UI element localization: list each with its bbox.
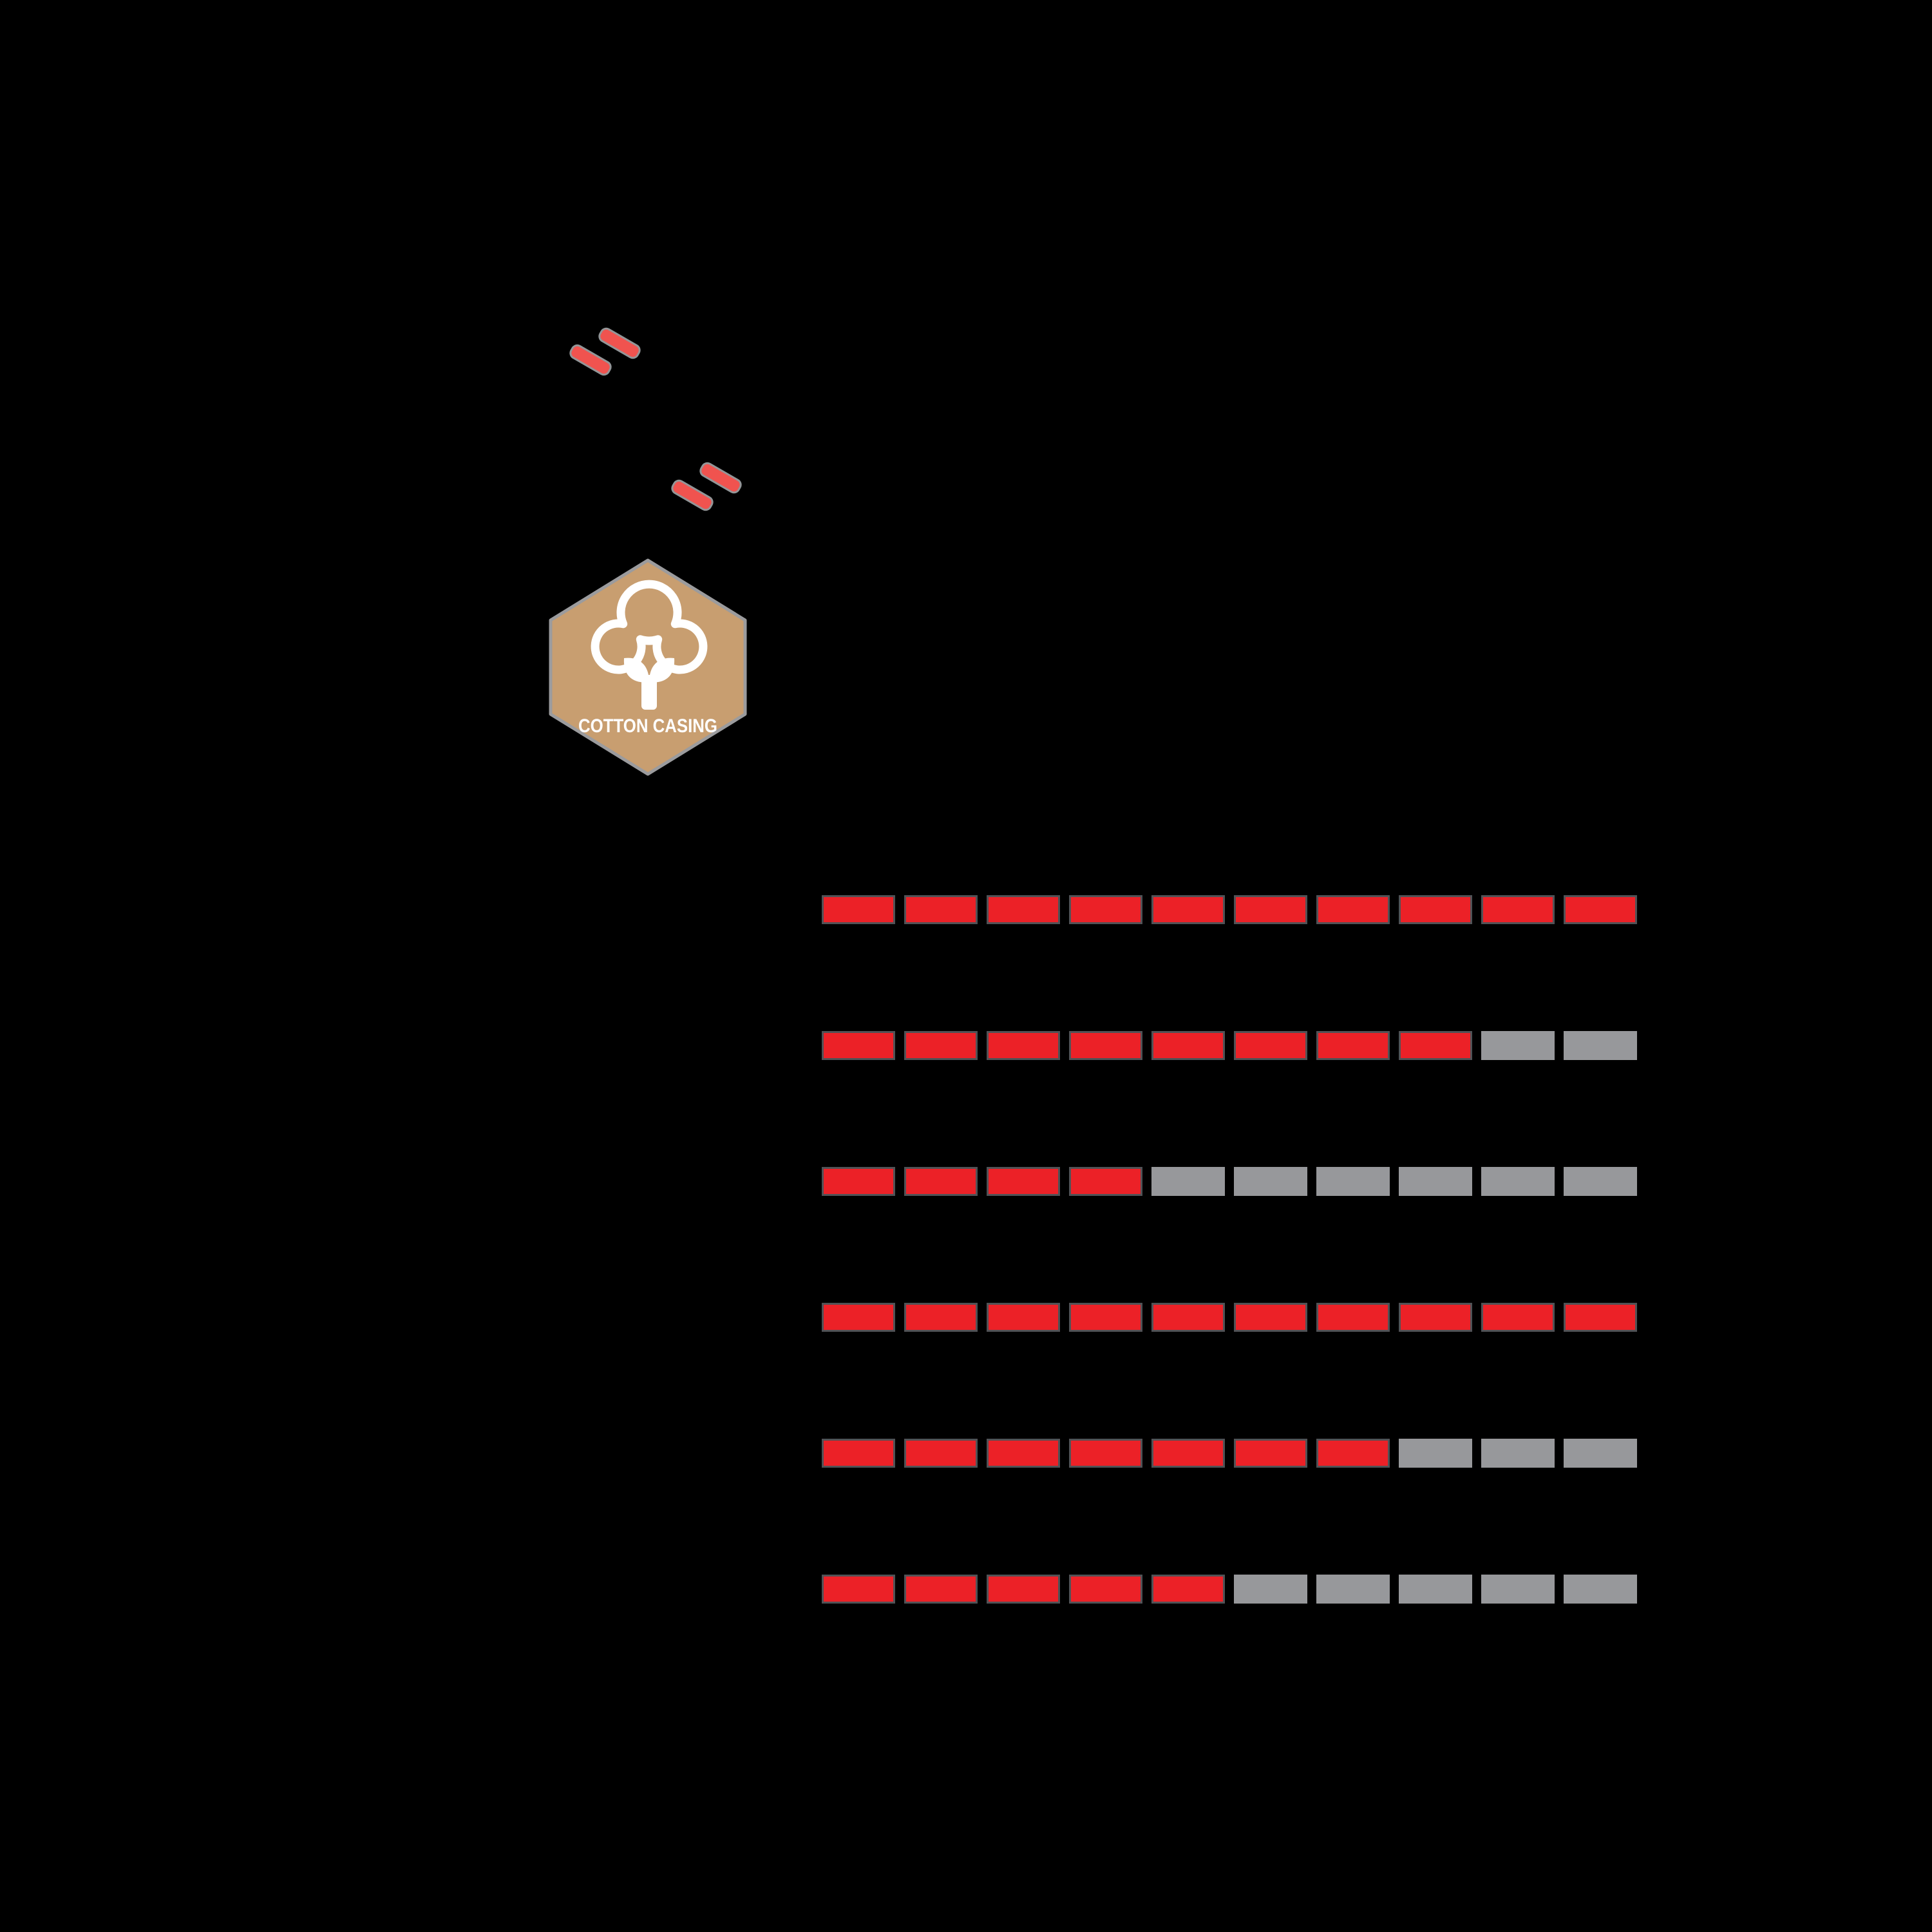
bar-segment-filled bbox=[987, 1575, 1060, 1604]
bar-row bbox=[822, 1575, 1637, 1604]
bar-segment-filled bbox=[822, 1439, 895, 1468]
bar-segment-filled bbox=[1316, 895, 1390, 924]
bar-segment-empty bbox=[1399, 1439, 1472, 1468]
bar-segment-filled bbox=[1069, 1575, 1142, 1604]
bar-segment-filled bbox=[1316, 1031, 1390, 1060]
bar-segment-filled bbox=[1069, 1031, 1142, 1060]
bar-row bbox=[822, 1303, 1637, 1332]
hexagon-badge-shape bbox=[549, 558, 747, 776]
bar-segment-empty bbox=[1151, 1167, 1225, 1196]
bar-segment-filled bbox=[822, 1167, 895, 1196]
bar-segment-filled bbox=[987, 1303, 1060, 1332]
bar-segment-filled bbox=[1399, 1031, 1472, 1060]
bar-segment-empty bbox=[1481, 1439, 1555, 1468]
bar-segment-filled bbox=[1151, 1439, 1225, 1468]
bar-segment-empty bbox=[1564, 1575, 1637, 1604]
bar-segment-empty bbox=[1564, 1439, 1637, 1468]
bar-segment-filled bbox=[904, 1575, 978, 1604]
bar-segment-empty bbox=[1399, 1575, 1472, 1604]
bar-segment-filled bbox=[1234, 1303, 1307, 1332]
bar-segment-filled bbox=[822, 1303, 895, 1332]
bar-segment-filled bbox=[822, 895, 895, 924]
cotton-flower-icon bbox=[591, 580, 708, 674]
bar-segment-empty bbox=[1481, 1031, 1555, 1060]
bar-segment-filled bbox=[1069, 1167, 1142, 1196]
bar-segment-filled bbox=[1069, 1439, 1142, 1468]
bar-row bbox=[822, 1031, 1637, 1060]
bar-segment-empty bbox=[1481, 1575, 1555, 1604]
bar-segment-empty bbox=[1481, 1167, 1555, 1196]
steam-dash-icon bbox=[697, 460, 744, 496]
bar-segment-filled bbox=[1151, 895, 1225, 924]
bar-segment-filled bbox=[1151, 1575, 1225, 1604]
bar-segment-empty bbox=[1316, 1575, 1390, 1604]
bar-segment-filled bbox=[1069, 1303, 1142, 1332]
bar-segment-filled bbox=[1481, 895, 1555, 924]
bar-segment-empty bbox=[1399, 1167, 1472, 1196]
cotton-stem-icon bbox=[641, 675, 657, 710]
bar-segment-filled bbox=[1069, 895, 1142, 924]
bar-segment-empty bbox=[1316, 1167, 1390, 1196]
bar-segment-filled bbox=[987, 1439, 1060, 1468]
bar-segment-filled bbox=[987, 895, 1060, 924]
bar-segment-filled bbox=[1316, 1303, 1390, 1332]
bar-segment-filled bbox=[1564, 895, 1637, 924]
bar-segment-filled bbox=[1316, 1439, 1390, 1468]
bar-segment-filled bbox=[987, 1031, 1060, 1060]
bar-segment-filled bbox=[1234, 1439, 1307, 1468]
bar-segment-filled bbox=[904, 1031, 978, 1060]
bar-row bbox=[822, 895, 1637, 924]
rating-chart bbox=[822, 895, 1637, 1604]
bar-segment-filled bbox=[904, 1303, 978, 1332]
bar-segment-filled bbox=[1234, 895, 1307, 924]
bar-segment-empty bbox=[1234, 1575, 1307, 1604]
bar-segment-filled bbox=[904, 895, 978, 924]
bar-segment-filled bbox=[904, 1439, 978, 1468]
bar-segment-filled bbox=[1399, 1303, 1472, 1332]
bar-segment-empty bbox=[1564, 1167, 1637, 1196]
bar-segment-empty bbox=[1234, 1167, 1307, 1196]
bar-row bbox=[822, 1167, 1637, 1196]
steam-dash-icon bbox=[567, 342, 614, 378]
bar-segment-filled bbox=[1151, 1031, 1225, 1060]
bar-segment-filled bbox=[1151, 1303, 1225, 1332]
cotton-casing-badge: COTTON CASING bbox=[549, 558, 747, 776]
bar-segment-filled bbox=[904, 1167, 978, 1196]
bar-segment-filled bbox=[1481, 1303, 1555, 1332]
bar-segment-filled bbox=[1234, 1031, 1307, 1060]
bar-segment-filled bbox=[1399, 895, 1472, 924]
bar-segment-filled bbox=[822, 1031, 895, 1060]
bar-segment-filled bbox=[1564, 1303, 1637, 1332]
bar-row bbox=[822, 1439, 1637, 1468]
steam-dash-icon bbox=[668, 477, 716, 513]
steam-dash-icon bbox=[596, 325, 643, 361]
badge-label: COTTON CASING bbox=[578, 715, 717, 737]
bar-segment-filled bbox=[822, 1575, 895, 1604]
bar-segment-empty bbox=[1564, 1031, 1637, 1060]
bar-segment-filled bbox=[987, 1167, 1060, 1196]
